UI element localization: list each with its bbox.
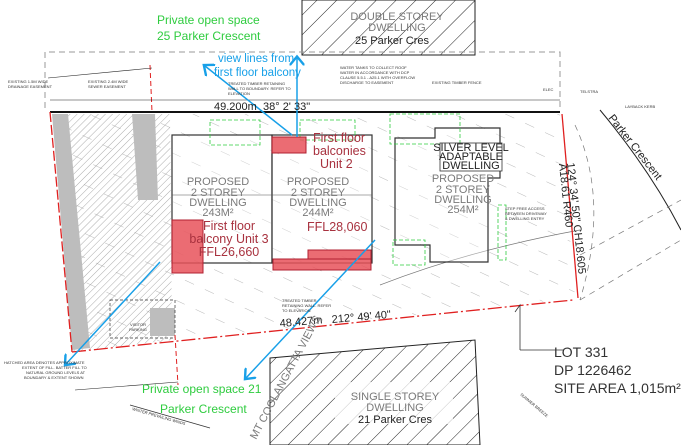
note-telstra: TELSTRA xyxy=(580,89,598,94)
bottom-distance: 48.427m xyxy=(279,314,323,330)
street-name: Parker Crescent xyxy=(606,112,664,182)
top-bearing: 38° 2' 33" xyxy=(263,101,310,113)
south-building-address: 21 Parker Cres xyxy=(358,414,432,426)
unit-2-ffl: FFL28,060 xyxy=(307,220,368,234)
unit-2-footprint xyxy=(271,134,373,264)
boundary-bottom xyxy=(71,299,574,353)
bottom-bearing: 212° 49' 40" xyxy=(331,309,391,326)
drainage-easement xyxy=(52,114,90,350)
north-building-address: 25 Parker Cres xyxy=(355,35,429,47)
balcony-unit2-top xyxy=(271,136,307,154)
boundary-right xyxy=(561,113,579,299)
note-fence: EXISTING TIMBER FENCE xyxy=(432,80,482,85)
dashed-boundary xyxy=(44,51,561,110)
boundary-left xyxy=(49,111,73,353)
balcony-unit3 xyxy=(171,219,204,274)
street-kerb xyxy=(599,109,681,231)
top-distance: 49.200m xyxy=(214,101,257,113)
neighbour-building-25 xyxy=(301,0,476,56)
note-layback: LAYBACK KERB xyxy=(625,104,655,109)
view-line-north-1 xyxy=(205,66,293,136)
view-line-south-1 xyxy=(66,261,161,364)
view-line-south-2 xyxy=(246,239,376,378)
note-elec: ELEC xyxy=(543,87,554,92)
note-summer-breeze: SUMMER BREEZE xyxy=(519,392,549,418)
sewer-easement xyxy=(132,114,158,200)
